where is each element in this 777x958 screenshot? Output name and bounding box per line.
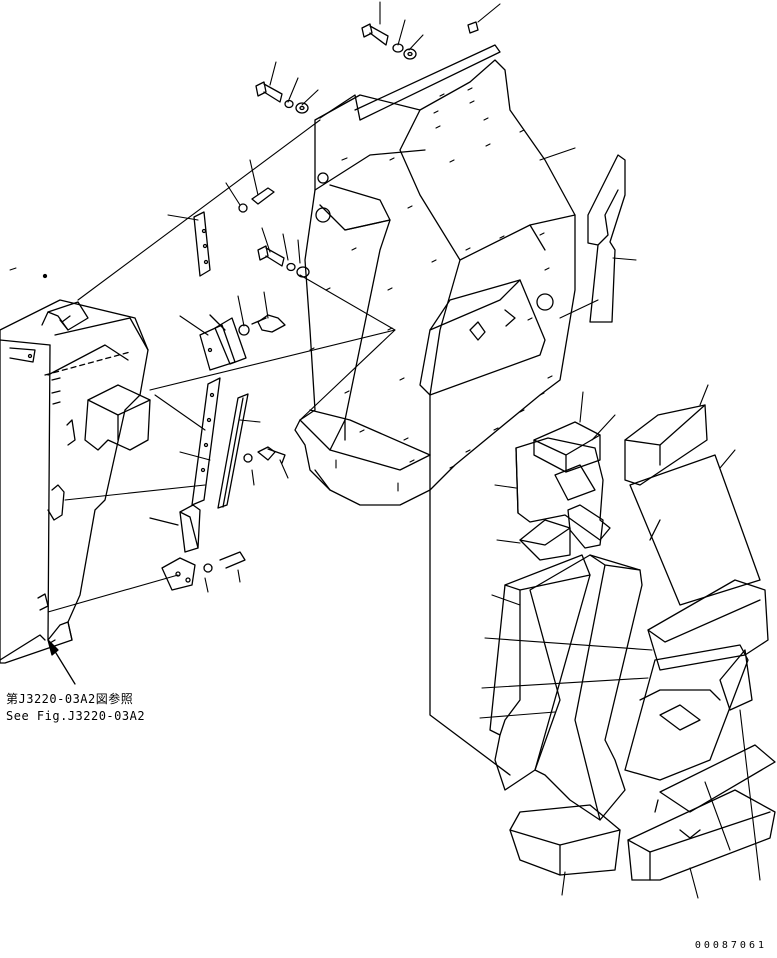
clip-bracket	[162, 552, 245, 590]
leader-lines-left	[180, 292, 288, 592]
pad-small-left	[150, 505, 200, 552]
bolt-set-mid	[239, 315, 285, 335]
hole	[537, 294, 553, 310]
foam-pads	[490, 405, 775, 880]
reference-note-japanese: 第J3220-03A2図参照	[6, 692, 134, 706]
bolt-set-low	[244, 447, 285, 463]
reference-arrow	[48, 640, 75, 684]
left-frame	[0, 300, 150, 663]
marker-dot	[44, 275, 47, 278]
window-opening	[420, 280, 545, 395]
hole	[316, 208, 330, 222]
bolt-set-top	[239, 22, 478, 277]
leader-lines-right	[480, 385, 760, 898]
mount-plate	[200, 315, 246, 370]
assembly-lines	[78, 120, 395, 430]
leader-line	[48, 575, 178, 612]
leader-line	[430, 490, 510, 775]
strap-bracket	[194, 212, 210, 276]
long-bracket	[192, 378, 248, 508]
drawing-number: 00087061	[694, 940, 767, 951]
leader-lines-upper	[168, 2, 636, 318]
leader-line	[65, 485, 205, 500]
hole	[318, 173, 328, 183]
reference-note-english: See Fig.J3220-03A2	[6, 709, 146, 723]
main-cover-panel	[295, 45, 575, 505]
side-trim-right	[588, 155, 625, 322]
